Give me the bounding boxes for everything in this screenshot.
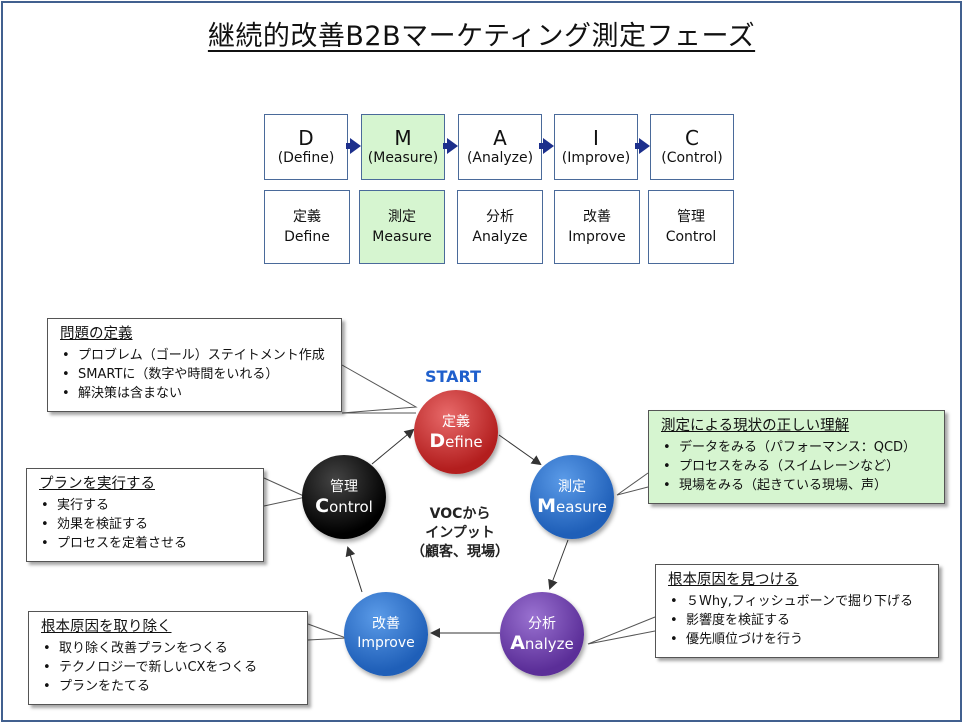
phase-word: (Analyze) [466,150,534,166]
phase-detail-define: 定義 Define [264,190,350,264]
phase-letter: I [593,126,599,150]
phase-word: (Control) [661,150,723,166]
improve-jp: 改善 [372,616,400,632]
callout-item: プロブレム（ゴール）ステイトメント作成 [60,346,331,365]
phase-letter: A [493,126,507,150]
right-arrow-icon [635,138,650,154]
voc-line3: （顧客、現場） [411,544,509,560]
phase-box-control: C (Control) [650,114,734,180]
callout-item: 実行する [39,496,253,515]
callout-item: プロセスをみる（スイムレーンなど） [661,457,934,476]
callout-pointer [341,364,418,414]
callout-analyze: 根本原因を見つける ５Why,フィッシュボーンで掘り下げる 影響度を検証する 優… [655,564,939,658]
phase-jp: 改善 [583,209,611,225]
control-rest: ontrol [329,497,373,516]
voc-line1: VOCから [429,506,491,522]
phase-word: (Measure) [367,150,439,166]
phase-jp: 定義 [293,209,321,225]
phase-en: Measure [372,229,432,245]
callout-item: 影響度を検証する [668,611,928,630]
callout-item: プランをたてる [41,677,297,696]
improve-en: Improve [357,635,415,651]
phase-word: (Improve) [561,150,631,166]
callout-title: 問題の定義 [60,326,133,342]
callout-item: 優先順位づけを行う [668,630,928,649]
define-initial: D [429,429,446,452]
callout-title: 測定による現状の正しい理解 [661,418,850,434]
measure-circle: 測定 Measure [530,455,614,539]
define-rest: efine [445,432,483,451]
cycle-arrow [345,546,363,593]
callout-define: 問題の定義 プロブレム（ゴール）ステイトメント作成 SMARTに（数字や時間をい… [47,318,342,412]
phase-detail-control: 管理 Control [648,190,734,264]
phase-letter: D [298,126,314,150]
callout-item: 現場をみる（起きている現場、声） [661,476,934,495]
measure-jp: 測定 [558,478,586,495]
callout-title: 根本原因を見つける [668,572,799,588]
control-initial: C [315,494,330,517]
cycle-arrow [498,434,542,466]
measure-initial: M [537,494,557,517]
voc-line2: インプット [425,525,495,541]
callout-pointer [616,472,649,496]
callout-improve: 根本原因を取り除く 取り除く改善プランをつくる テクノロジーで新しいCXをつくる… [28,611,308,705]
phase-en: Improve [568,229,626,245]
phase-detail-analyze: 分析 Analyze [457,190,543,264]
phase-en: Control [665,229,717,245]
phase-letter: C [685,126,699,150]
right-arrow-icon [443,138,458,154]
control-jp: 管理 [330,478,358,495]
callout-measure: 測定による現状の正しい理解 データをみる（パフォーマンス：QCD） プロセスをみ… [648,410,945,504]
phase-box-measure: M (Measure) [361,114,445,180]
start-label: START [424,367,482,386]
phase-word: (Define) [277,150,335,166]
callout-pointer [263,477,308,507]
callout-item: テクノロジーで新しいCXをつくる [41,658,297,677]
phase-box-improve: I (Improve) [554,114,638,180]
phase-box-analyze: A (Analyze) [458,114,542,180]
callout-pointer [587,616,656,645]
phase-jp: 分析 [486,209,514,225]
define-circle: 定義 Define [414,390,498,474]
analyze-rest: nalyze [524,634,574,653]
callout-item: 解決策は含まない [60,384,331,403]
phase-jp: 管理 [677,209,705,225]
phase-jp: 測定 [388,209,416,225]
cycle-arrow [371,428,415,465]
callout-title: 根本原因を取り除く [41,619,172,635]
cycle-arrow [548,539,569,590]
phase-letter: M [394,126,412,150]
measure-rest: easure [556,497,607,516]
phase-en: Define [284,229,330,245]
analyze-jp: 分析 [528,615,556,632]
phase-box-define: D (Define) [264,114,348,180]
callout-item: データをみる（パフォーマンス：QCD） [661,438,934,457]
improve-circle: 改善 Improve [344,592,428,676]
callout-item: 取り除く改善プランをつくる [41,639,297,658]
phase-en: Analyze [472,229,528,245]
right-arrow-icon [539,138,554,154]
callout-item: プロセスを定着させる [39,534,253,553]
define-jp: 定義 [442,413,470,430]
callout-item: 効果を検証する [39,515,253,534]
callout-item: ５Why,フィッシュボーンで掘り下げる [668,592,928,611]
page-title: 継続的改善B2Bマーケティング測定フェーズ [207,21,756,52]
analyze-circle: 分析 Analyze [500,592,584,676]
voc-center-label: VOCから インプット （顧客、現場） [408,505,512,562]
phase-detail-improve: 改善 Improve [554,190,640,264]
callout-title: プランを実行する [39,476,155,492]
control-circle: 管理 Control [302,455,386,539]
phase-detail-measure: 測定 Measure [359,190,445,264]
callout-control: プランを実行する 実行する 効果を検証する プロセスを定着させる [26,468,264,562]
callout-item: SMARTに（数字や時間をいれる） [60,365,331,384]
callout-pointer [307,623,347,641]
right-arrow-icon [346,138,361,154]
analyze-initial: A [510,631,525,654]
